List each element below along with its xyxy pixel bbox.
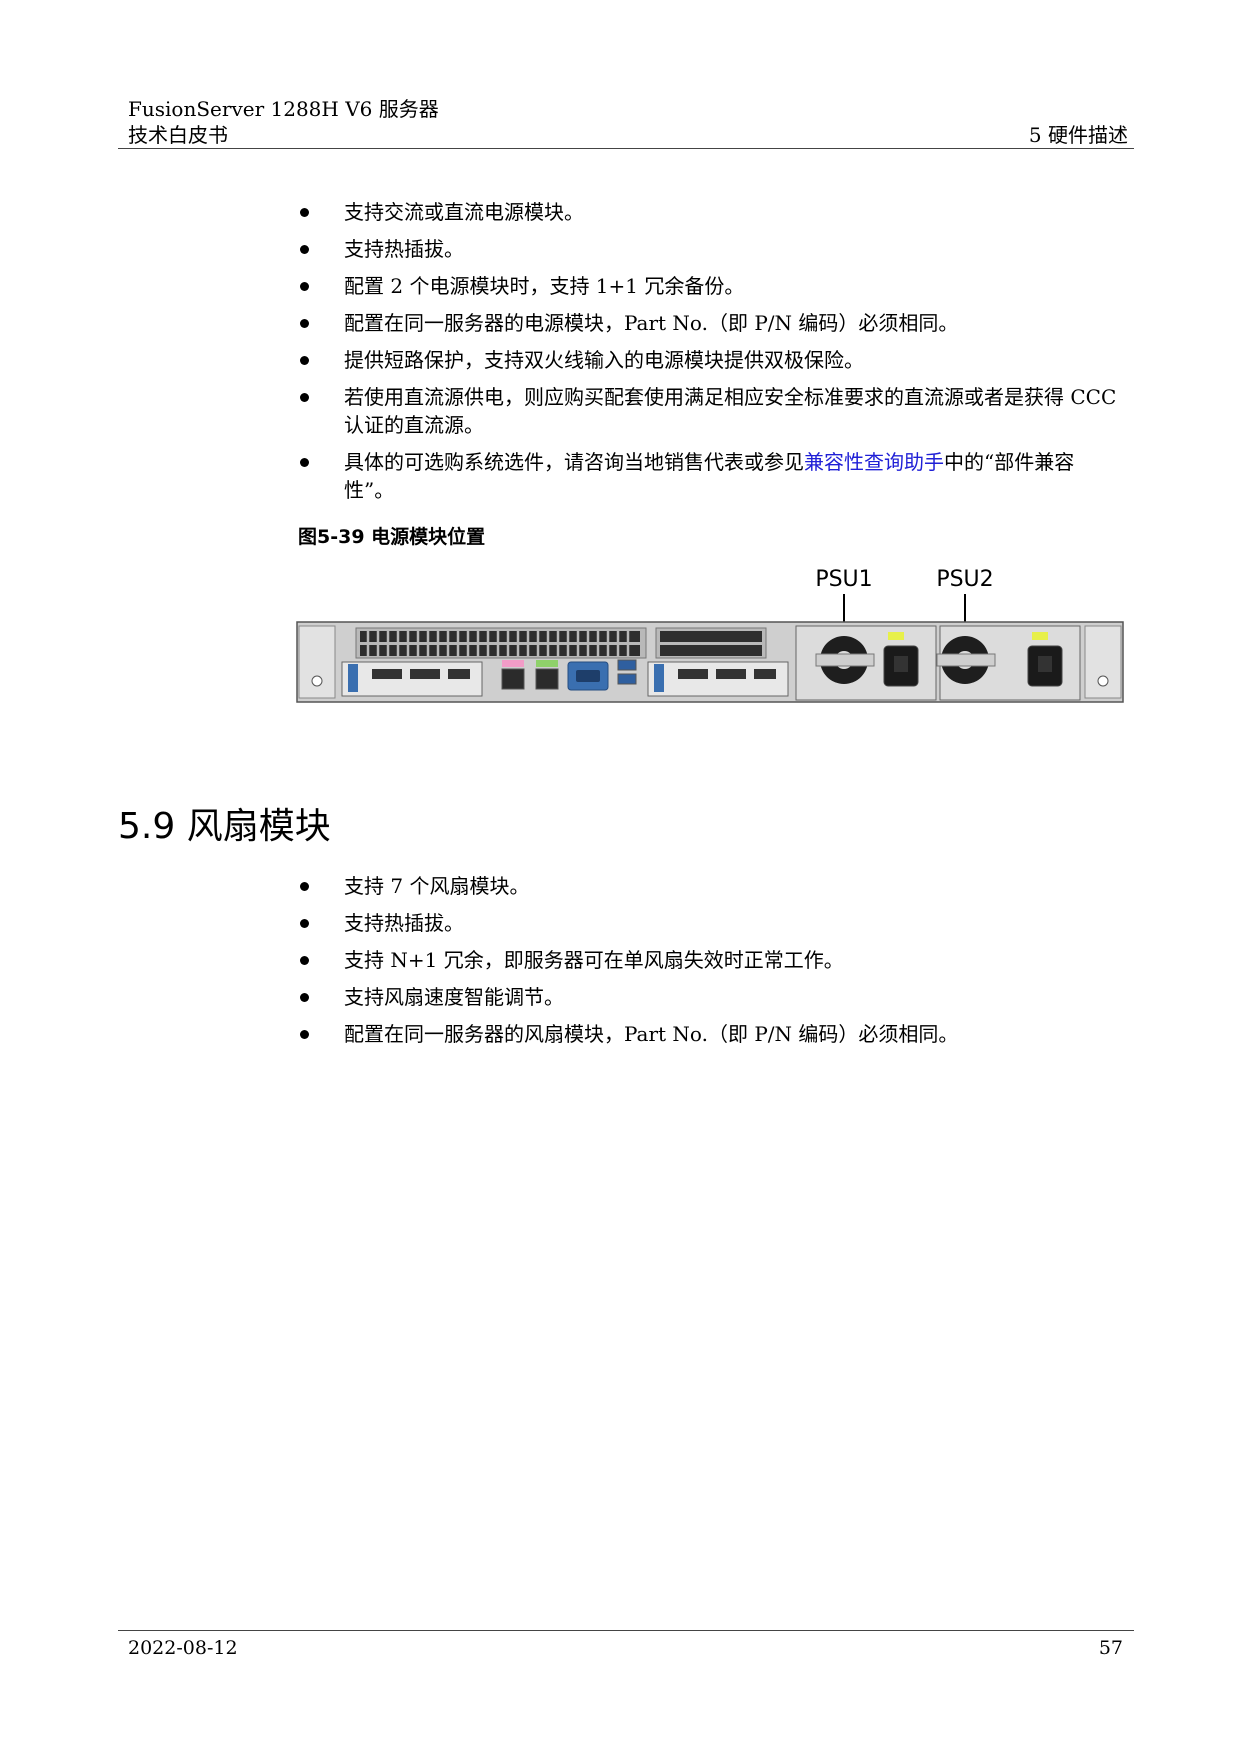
vga-port-inner [576, 670, 600, 682]
fan-bullet-list: 支持 7 个风扇模块。 支持热插拔。 支持 N+1 冗余，即服务器可在单风扇失效… [300, 872, 1120, 1057]
psu2-status-led [1032, 632, 1048, 640]
psu2-handle [936, 653, 996, 667]
figure-caption: 图5-39 电源模块位置 [298, 526, 486, 548]
psu1-label: PSU1 [815, 567, 872, 592]
list-item: 配置在同一服务器的电源模块，Part No.（即 P/N 编码）必须相同。 [300, 309, 1120, 337]
bullet-text: 具体的可选购系统选件，请咨询当地销售代表或参见 [344, 450, 804, 474]
list-item: 若使用直流源供电，则应购买配套使用满足相应安全标准要求的直流源或者是获得 CCC… [300, 383, 1120, 439]
footer-rule [118, 1630, 1134, 1631]
rj45-port-net [535, 668, 559, 690]
compatibility-link[interactable]: 兼容性查询助手 [804, 450, 944, 474]
list-item: 支持风扇速度智能调节。 [300, 983, 1120, 1011]
psu1-socket-pin [894, 656, 908, 672]
list-item: 提供短路保护，支持双火线输入的电源模块提供双极保险。 [300, 346, 1120, 374]
psu2-label: PSU2 [936, 567, 993, 592]
page-header: FusionServer 1288H V6 服务器 技术白皮书 5 硬件描述 [128, 96, 1128, 148]
left-screw-icon [311, 675, 323, 687]
vent-slot-dividers-left [366, 630, 630, 657]
pcie-card-left-latch [348, 664, 358, 692]
list-item: 支持热插拔。 [300, 235, 1120, 263]
port-label-pink [502, 660, 524, 667]
list-item: 支持热插拔。 [300, 909, 1120, 937]
rj45-port-mgmt [501, 668, 525, 690]
list-item: 具体的可选购系统选件，请咨询当地销售代表或参见兼容性查询助手中的“部件兼容性”。 [300, 448, 1120, 504]
sfp-ports-right [678, 669, 776, 679]
list-item: 配置在同一服务器的风扇模块，Part No.（即 P/N 编码）必须相同。 [300, 1020, 1120, 1048]
psu1-handle [815, 653, 875, 667]
section-title: 5.9 风扇模块 [118, 806, 331, 847]
psu1-status-led [888, 632, 904, 640]
list-item: 支持交流或直流电源模块。 [300, 198, 1120, 226]
bullet-text: 中的“部件兼容性”。 [344, 450, 1075, 502]
page-number: 57 [1098, 1637, 1123, 1659]
header-product: FusionServer 1288H V6 服务器 [128, 97, 439, 121]
list-item: 支持 7 个风扇模块。 [300, 872, 1120, 900]
usb-port-2 [617, 673, 637, 685]
psu-bullet-list: 支持交流或直流电源模块。 支持热插拔。 配置 2 个电源模块时，支持 1+1 冗… [300, 198, 1120, 513]
right-ear [1084, 625, 1122, 699]
right-screw-icon [1097, 675, 1109, 687]
list-item: 支持 N+1 冗余，即服务器可在单风扇失效时正常工作。 [300, 946, 1120, 974]
vent-slots-left [360, 631, 640, 656]
sfp-ports-left [372, 669, 470, 679]
usb-port-1 [617, 659, 637, 671]
server-rear-figure: PSU1 PSU2 [296, 567, 1124, 703]
header-chapter: 5 硬件描述 [1028, 123, 1128, 147]
left-ear [298, 625, 336, 699]
psu2-socket-pin [1038, 656, 1052, 672]
footer-date: 2022-08-12 [128, 1637, 238, 1659]
port-label-green [536, 660, 558, 667]
vent-slots-right [660, 631, 762, 656]
list-item: 配置 2 个电源模块时，支持 1+1 冗余备份。 [300, 272, 1120, 300]
header-doc-type: 技术白皮书 [128, 123, 228, 147]
pcie-card-right-latch [654, 664, 664, 692]
header-rule [118, 148, 1134, 149]
